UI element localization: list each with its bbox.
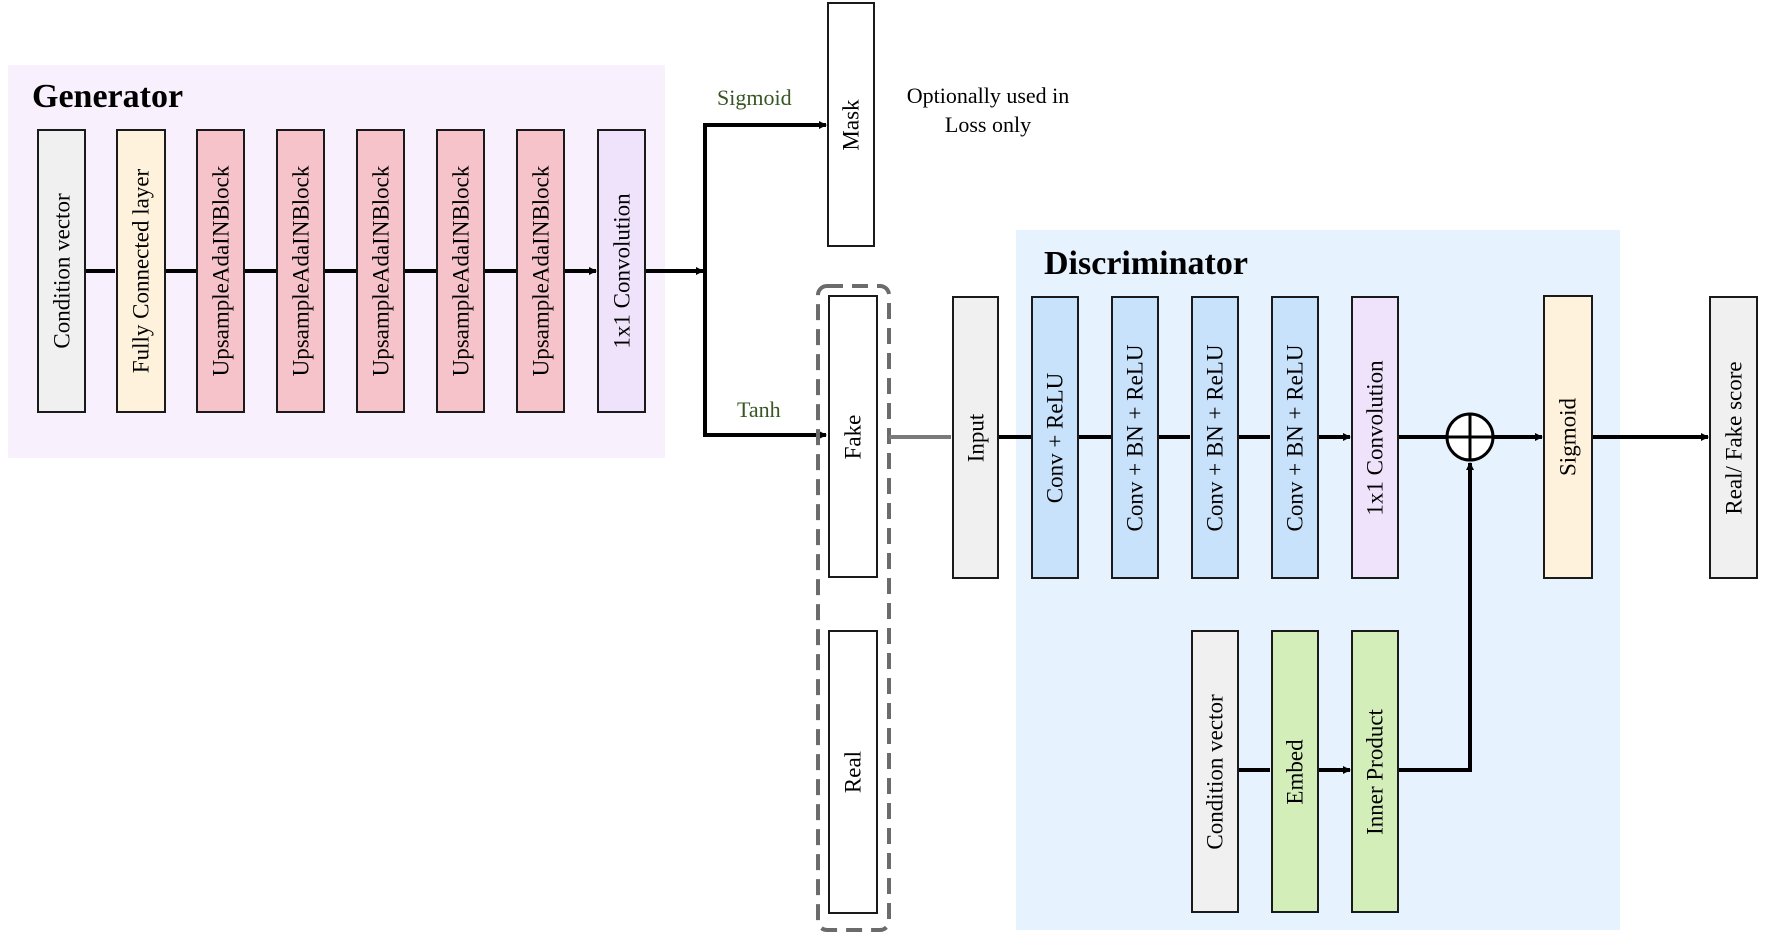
gen-upsample-block-1: UpsampleAdaINBlock xyxy=(196,129,245,413)
disc-conv-relu: Conv + ReLU xyxy=(1031,296,1079,579)
tanh-label: Tanh xyxy=(737,397,781,422)
disc-conv-bn-relu-1: Conv + BN + ReLU xyxy=(1111,296,1159,579)
fake-block: Fake xyxy=(828,295,878,578)
disc-sigmoid: Sigmoid xyxy=(1543,295,1593,579)
sigmoid-label: Sigmoid xyxy=(717,85,792,110)
disc-conv-bn-relu-3: Conv + BN + ReLU xyxy=(1271,296,1319,579)
gen-condition-vector: Condition vector xyxy=(37,129,86,413)
discriminator-title: Discriminator xyxy=(1044,245,1248,282)
gen-upsample-block-4: UpsampleAdaINBlock xyxy=(436,129,485,413)
disc-input: Input xyxy=(952,296,999,579)
real-block: Real xyxy=(828,630,878,914)
gen-upsample-block-5: UpsampleAdaINBlock xyxy=(516,129,565,413)
real-fake-score: Real/ Fake score xyxy=(1709,296,1758,579)
gen-1x1-convolution: 1x1 Convolution xyxy=(597,129,646,413)
gen-upsample-block-2: UpsampleAdaINBlock xyxy=(276,129,325,413)
disc-condition-vector: Condition vector xyxy=(1191,630,1239,913)
generator-title: Generator xyxy=(32,78,184,115)
gen-fully-connected: Fully Connected layer xyxy=(116,129,166,413)
mask-note: Optionally used in Loss only xyxy=(906,83,1070,137)
disc-conv-bn-relu-2: Conv + BN + ReLU xyxy=(1191,296,1239,579)
gen-upsample-block-3: UpsampleAdaINBlock xyxy=(356,129,405,413)
dashed-group xyxy=(816,284,891,932)
disc-embed: Embed xyxy=(1271,630,1319,913)
mask-block: Mask xyxy=(827,2,875,247)
disc-1x1-convolution: 1x1 Convolution xyxy=(1351,296,1399,579)
disc-inner-product: Inner Product xyxy=(1351,630,1399,913)
